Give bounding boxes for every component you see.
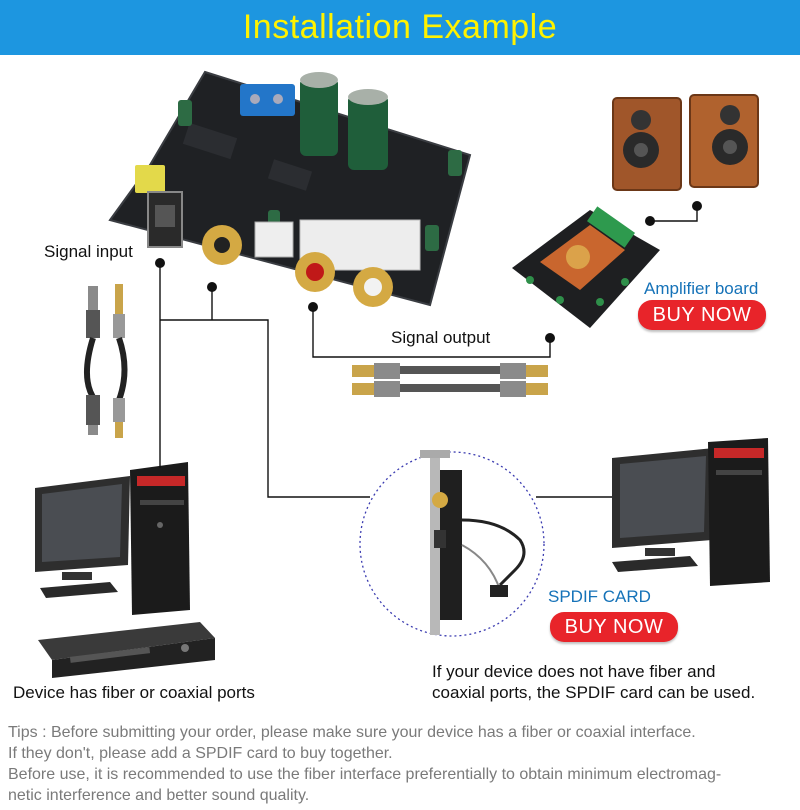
spdif-card-image (420, 450, 526, 635)
spdif-highlight-circle (359, 451, 545, 637)
page-title: Installation Example (242, 8, 558, 46)
amplifier-board-label: Amplifier board (644, 279, 759, 298)
buy-spdif-button[interactable]: BUY NOW (550, 612, 678, 642)
dac-board-image (108, 70, 472, 307)
computer-left-image (35, 462, 190, 615)
connection-dots (155, 201, 702, 343)
tips-line-4: netic interference and better sound qual… (8, 787, 310, 804)
rca-cable-image (352, 363, 548, 397)
device-ports-label: Device has fiber or coaxial ports (13, 683, 255, 702)
signal-output-label: Signal output (391, 328, 491, 347)
optical-cable-image (83, 286, 100, 435)
tips-line-2: If they don't, please add a SPDIF card t… (8, 745, 393, 762)
computer-right-image (612, 438, 770, 586)
title-banner: Installation Example (0, 0, 800, 55)
buy-amplifier-button[interactable]: BUY NOW (638, 300, 766, 330)
tips-line-1: Tips : Before submitting your order, ple… (8, 724, 696, 741)
tips-line-3: Before use, it is recommended to use the… (8, 766, 722, 783)
coaxial-cable-image (113, 284, 128, 438)
spdif-card-label: SPDIF CARD (548, 587, 651, 606)
signal-input-label: Signal input (44, 242, 133, 261)
dvd-player-image (38, 622, 215, 678)
tips-block: Tips : Before submitting your order, ple… (8, 722, 788, 806)
spdif-note-line1: If your device does not have fiber and (432, 662, 716, 681)
amplifier-board-image (512, 206, 660, 328)
spdif-note-line2: coaxial ports, the SPDIF card can be use… (432, 683, 756, 702)
speakers-image (612, 94, 759, 191)
